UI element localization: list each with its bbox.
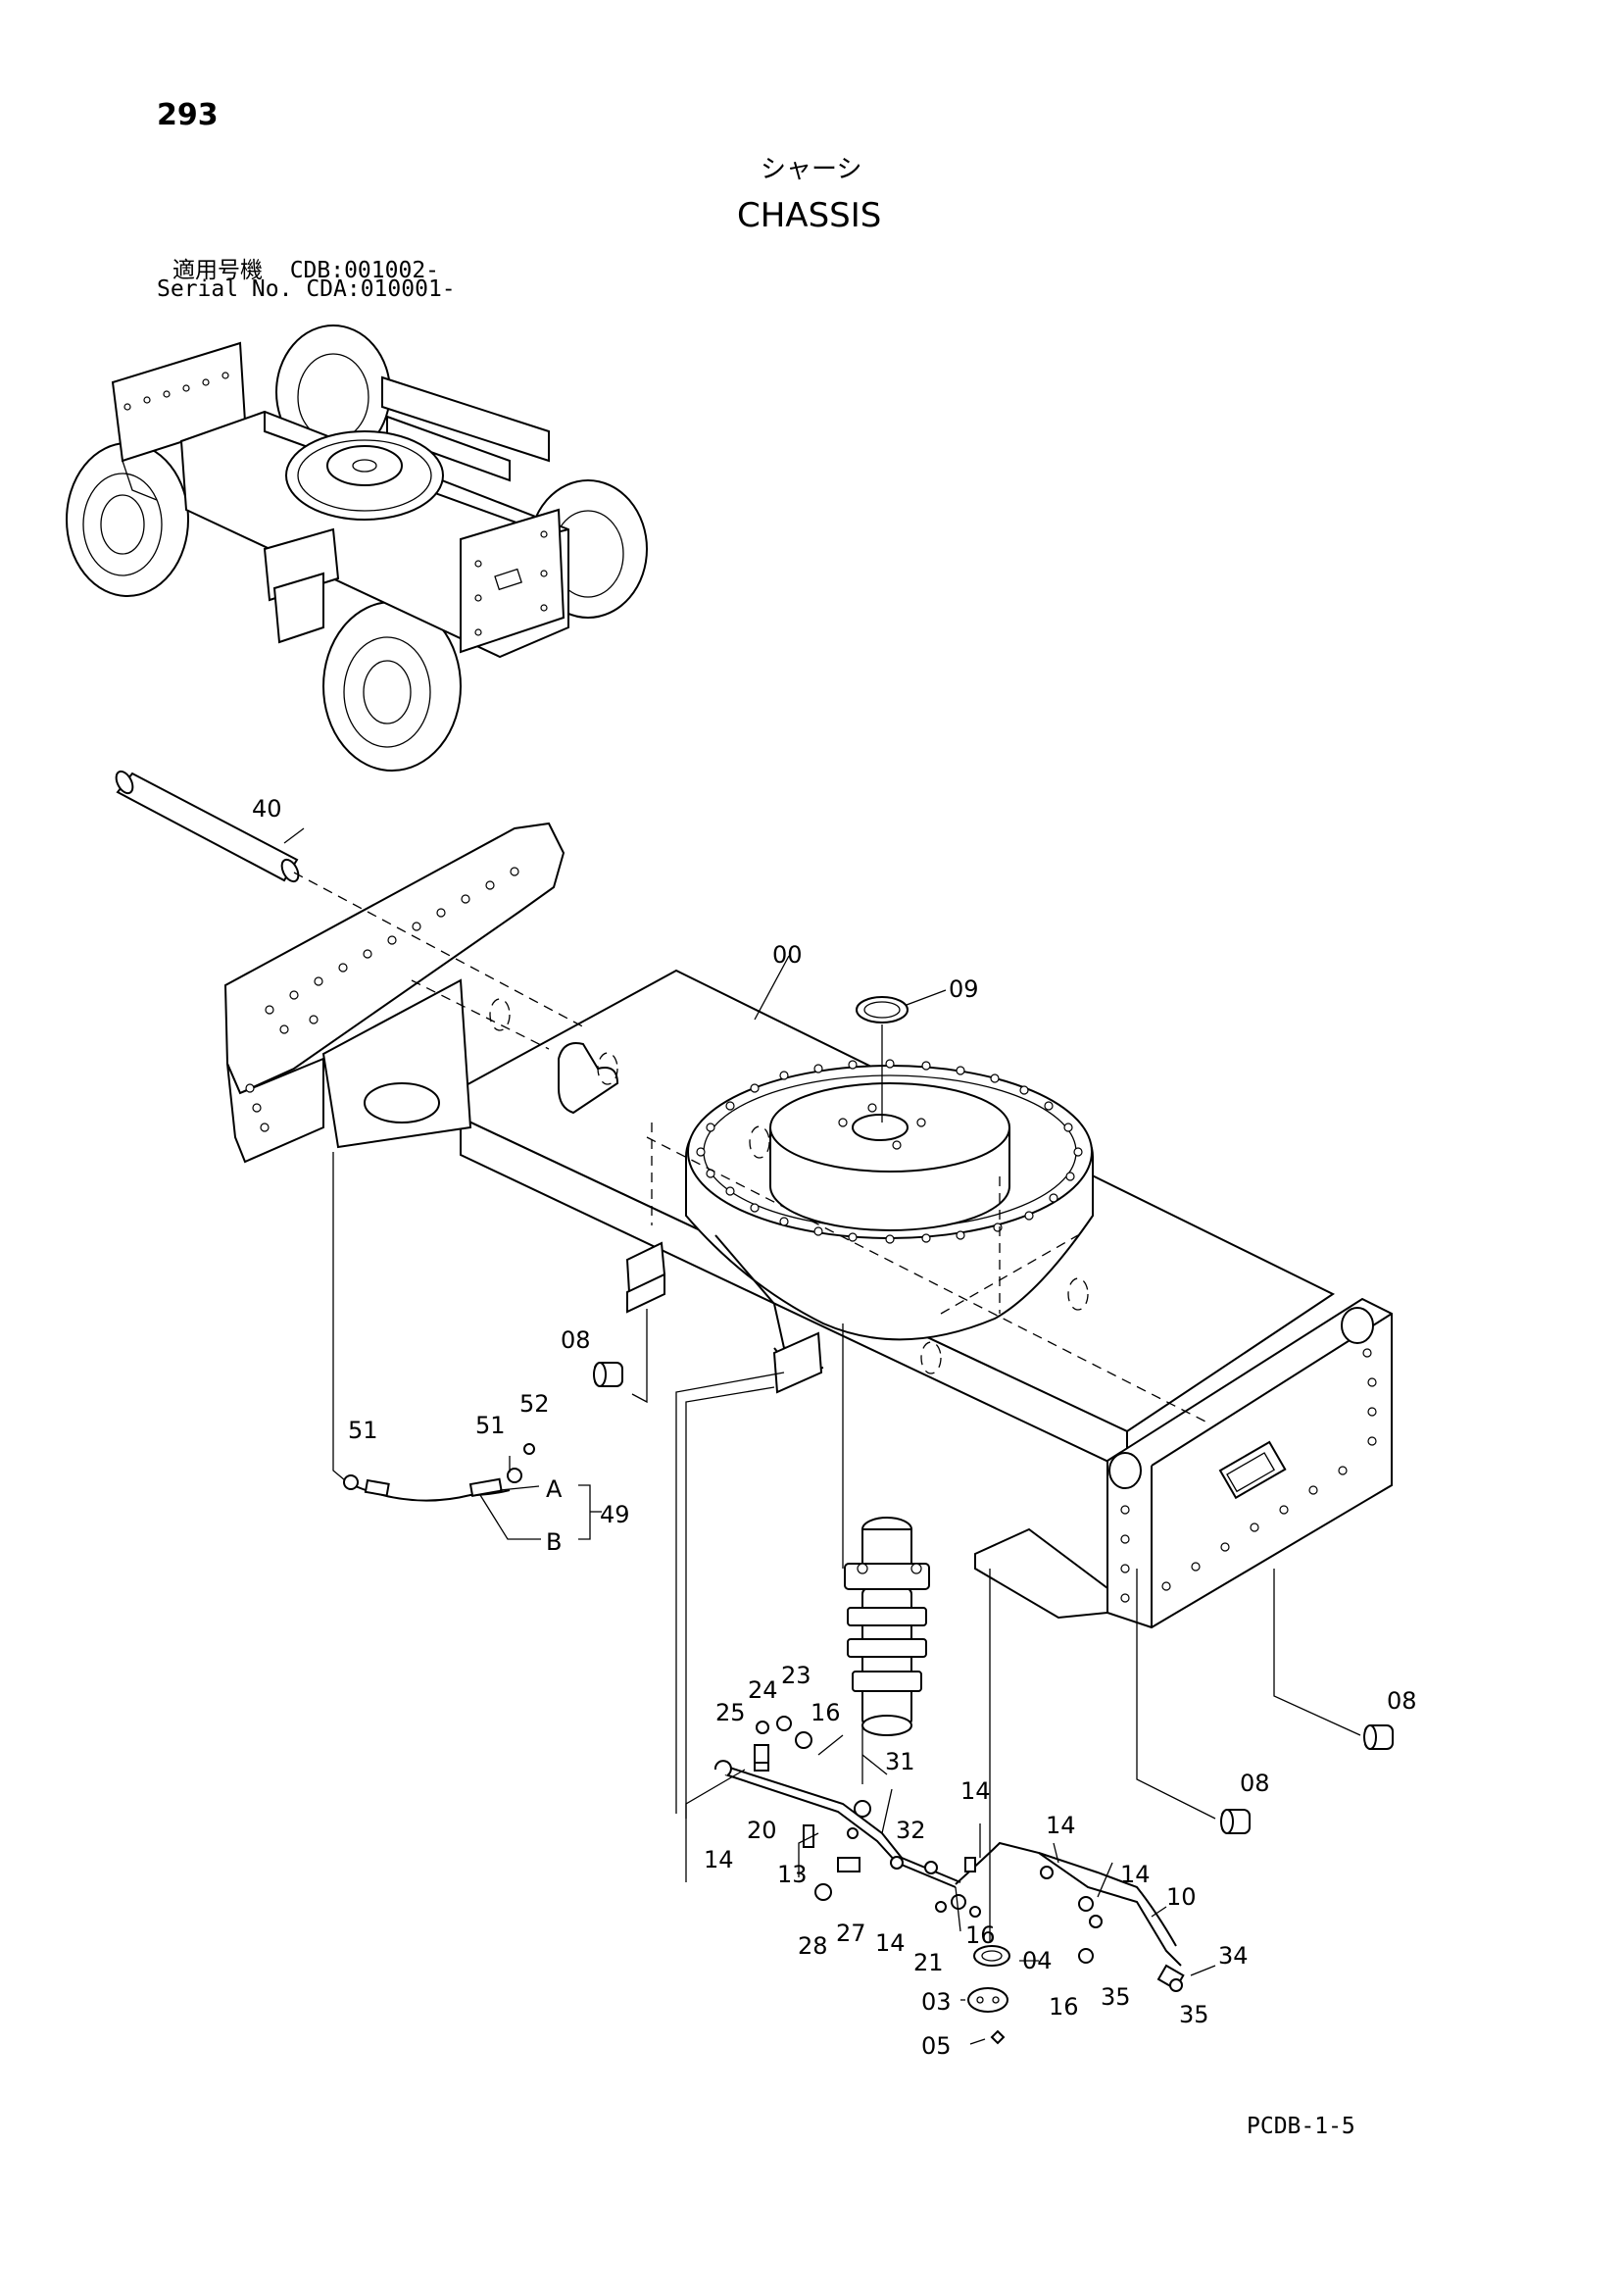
callout-04: 04: [1022, 1947, 1053, 1974]
callout-08-left: 08: [561, 1326, 591, 1354]
applicable-serial-japanese: 適用号機 CDB:001002-: [172, 258, 440, 283]
swivel-joint: [844, 1517, 930, 1784]
callout-16-bottom: 16: [1049, 1993, 1079, 2021]
callout-labels: 40 00 09 08 51 51 52 A B 49 08 08 25 24 …: [252, 795, 1417, 2060]
callout-27: 27: [836, 1920, 866, 1947]
hose-assembly: [343, 1443, 602, 1540]
callout-21: 21: [913, 1949, 944, 1976]
page-title: CHASSIS: [737, 196, 882, 235]
callout-24: 24: [748, 1676, 778, 1704]
callout-16-top: 16: [811, 1699, 841, 1726]
callout-25: 25: [715, 1699, 746, 1726]
applicable-serial-number: Serial No. CDA:010001-: [157, 276, 456, 302]
seal-ring-part: [856, 996, 909, 1123]
callout-B: B: [546, 1528, 562, 1556]
callout-20: 20: [747, 1817, 777, 1844]
callout-28: 28: [798, 1932, 828, 1960]
callout-03: 03: [921, 1988, 952, 2016]
callout-49: 49: [600, 1501, 630, 1528]
callout-14-upper-right: 14: [1046, 1812, 1076, 1839]
plug-parts: [593, 1309, 1394, 1834]
callout-00: 00: [772, 941, 803, 969]
piping-assembly: [685, 1716, 1216, 2045]
callout-14-lower: 14: [875, 1929, 906, 1957]
callout-14-left: 14: [704, 1846, 734, 1873]
callout-31: 31: [885, 1748, 915, 1775]
callout-05: 05: [921, 2032, 952, 2060]
callout-23: 23: [781, 1662, 811, 1689]
callout-14-right: 14: [1120, 1861, 1151, 1888]
pin-part: [115, 770, 300, 883]
page-title-japanese: シャーシ: [761, 155, 862, 184]
callout-A: A: [546, 1475, 563, 1503]
machine-overview-inset: [66, 324, 648, 772]
chassis-frame: [223, 822, 1393, 1629]
callout-51-right: 51: [475, 1412, 506, 1439]
callout-10: 10: [1166, 1883, 1197, 1911]
callout-40: 40: [252, 795, 282, 823]
callout-35-right: 35: [1179, 2001, 1209, 2028]
callout-08-right-bottom: 08: [1240, 1770, 1270, 1797]
callout-09: 09: [949, 975, 979, 1003]
callout-13: 13: [777, 1861, 808, 1888]
page-number: 293: [157, 98, 219, 132]
callout-16-mid: 16: [965, 1922, 996, 1949]
leader-lines: [283, 827, 991, 1941]
callout-51-left: 51: [348, 1417, 378, 1444]
document-code: PCDB-1-5: [1247, 2114, 1355, 2139]
callout-34: 34: [1218, 1942, 1249, 1970]
callout-35-left: 35: [1101, 1983, 1131, 2011]
callout-14-mid: 14: [960, 1777, 991, 1805]
callout-52: 52: [519, 1390, 550, 1418]
callout-32: 32: [896, 1817, 926, 1844]
callout-08-right-top: 08: [1387, 1687, 1417, 1715]
